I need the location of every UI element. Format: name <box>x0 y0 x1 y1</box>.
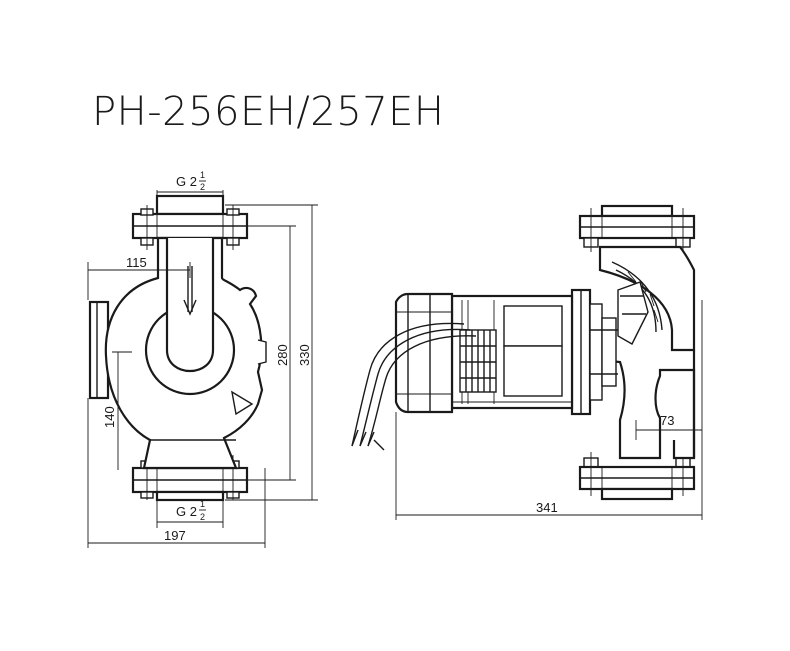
inlet-port-label: G 2 <box>176 174 197 189</box>
flow-arrow-icon <box>183 266 197 316</box>
outlet-fraction-den: 2 <box>200 512 205 522</box>
dim-height-flange: 280 <box>275 344 290 366</box>
dim-flange-offset: 73 <box>660 413 674 428</box>
dim-height-center: 140 <box>102 406 117 428</box>
inlet-fraction-den: 2 <box>200 182 205 192</box>
outlet-fraction-num: 1 <box>200 499 205 509</box>
side-pump-casing <box>598 245 696 352</box>
side-top-flange <box>578 204 696 252</box>
drawing-title: PH-256EH/257EH <box>92 89 445 135</box>
inlet-fraction-num: 1 <box>200 170 205 180</box>
inner-channel <box>165 238 215 372</box>
front-view: G 2 1 2 G 2 1 2 115 197 140 <box>87 170 318 548</box>
top-pipe-stub <box>155 194 225 216</box>
outlet-port-label: G 2 <box>176 504 197 519</box>
dim-length-total: 341 <box>536 500 558 515</box>
dim-width-total: 197 <box>164 528 186 543</box>
side-view: 73 341 <box>351 204 703 520</box>
drain-plug <box>257 339 267 365</box>
side-bottom-flange <box>578 452 696 501</box>
dim-height-total: 330 <box>297 344 312 366</box>
power-cable <box>351 322 477 451</box>
terminal-block <box>459 329 497 393</box>
side-impeller <box>617 281 649 345</box>
dim-width-half: 115 <box>126 255 147 270</box>
bottom-pipe-stub <box>155 490 225 502</box>
top-flange <box>131 205 249 250</box>
